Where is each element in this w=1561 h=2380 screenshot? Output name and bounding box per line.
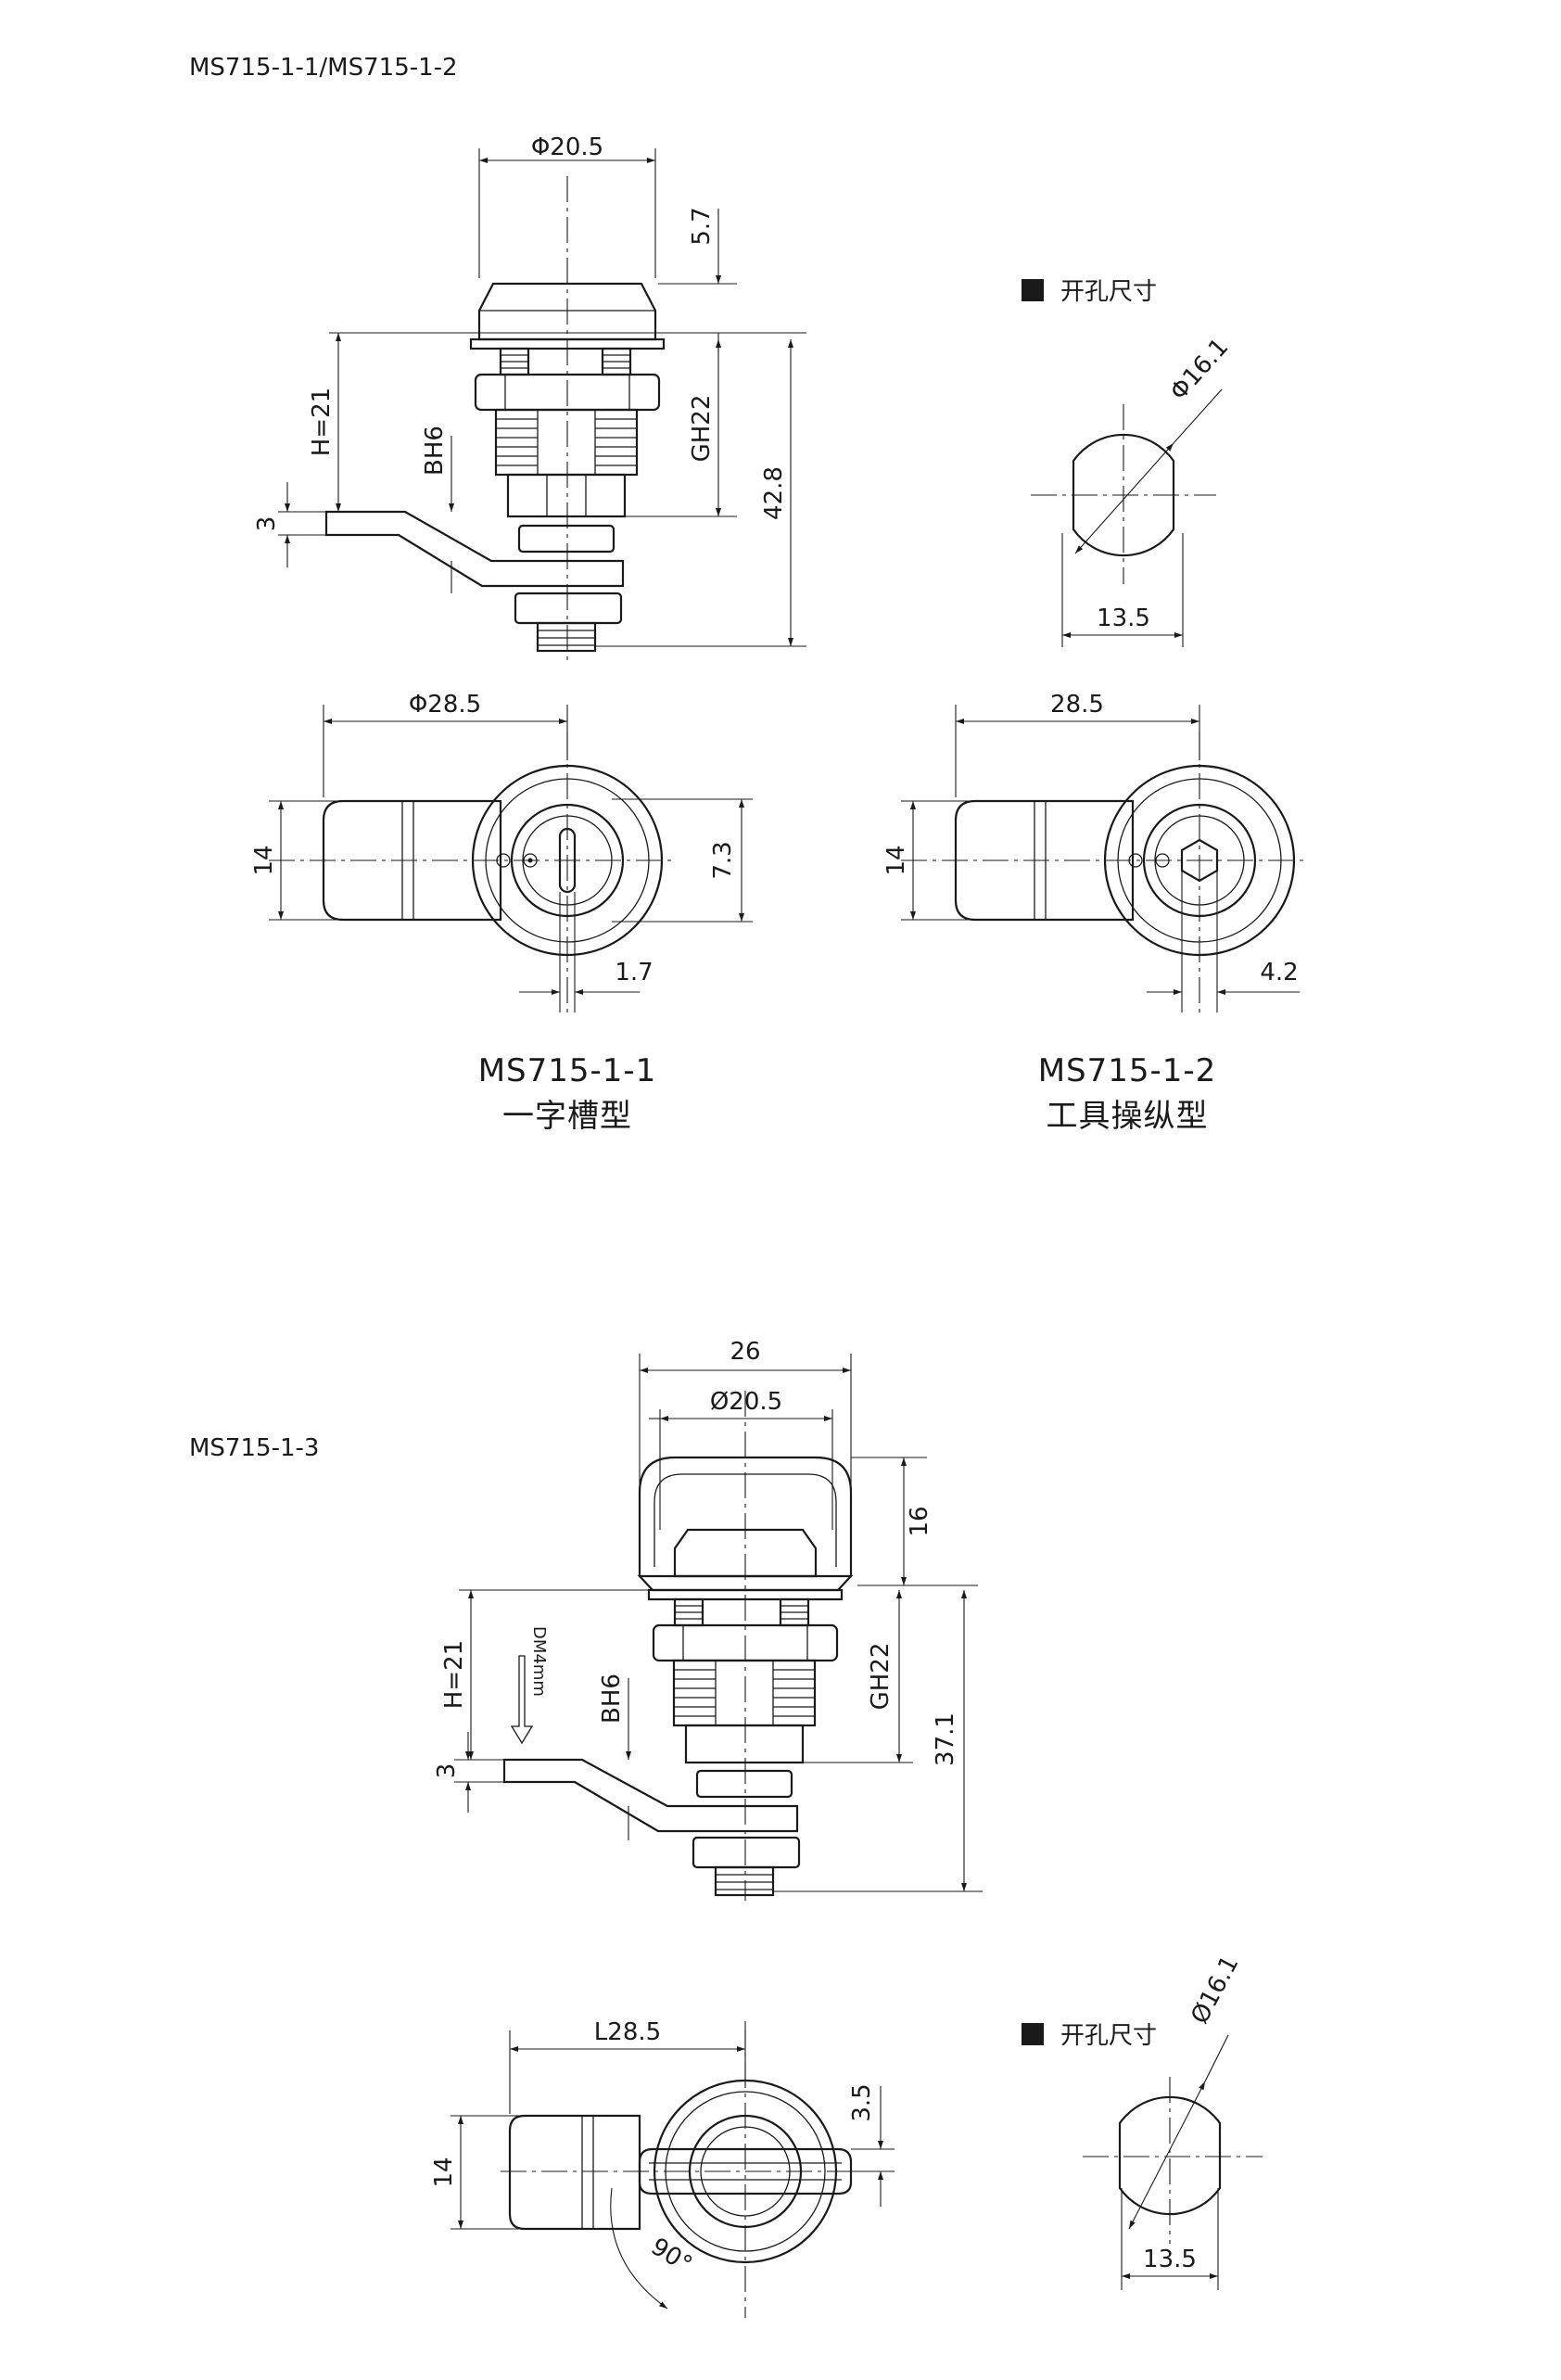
side-view-bottom-dimensions: 26 Ø20.5 16 H=21 DM4mm BH6 GH22 37.1 xyxy=(433,1338,983,1892)
caption-1-code: MS715-1-1 xyxy=(478,1052,657,1089)
dim-view1-dia: Φ28.5 xyxy=(409,691,481,719)
dim-cutout-flat: 13.5 xyxy=(1097,605,1150,632)
dim-b-width: 26 xyxy=(730,1338,760,1366)
dim-bh: BH6 xyxy=(421,426,449,476)
top-view-bottom xyxy=(501,2021,890,2318)
dim-view2-hex: 4.2 xyxy=(1260,959,1298,986)
dim-bv-width: 14 xyxy=(430,2157,458,2187)
dim-bv-handle-offset: 3.5 xyxy=(848,2083,876,2121)
top-view-hex-dimensions: 28.5 14 4.2 xyxy=(882,691,1300,1012)
dim-b-cutout-dia: Ø16.1 xyxy=(1186,1952,1244,2029)
dim-bv-angle: 90° xyxy=(646,2233,697,2279)
dim-view1-inner: 7.3 xyxy=(709,841,737,879)
dim-h: H=21 xyxy=(308,388,336,456)
dim-cutout-dia: Φ16.1 xyxy=(1165,333,1235,405)
hole-size-label: 开孔尺寸 xyxy=(1060,278,1157,306)
dim-gh: GH22 xyxy=(688,395,716,463)
legend-square-2 xyxy=(1022,2023,1044,2045)
side-view-bottom xyxy=(502,1391,854,1901)
dim-view1-slot: 1.7 xyxy=(615,959,653,986)
side-view-top xyxy=(324,176,666,660)
dim-head-diameter: Φ20.5 xyxy=(531,134,603,161)
dim-b-total: 37.1 xyxy=(932,1712,959,1766)
top-view-hex xyxy=(901,732,1309,1012)
dim-b-gh: GH22 xyxy=(867,1643,895,1711)
cutout-top: 开孔尺寸 Φ16.1 13.5 xyxy=(1022,278,1234,647)
dim-b-cutout-flat: 13.5 xyxy=(1143,2246,1197,2273)
dim-b-dia: Ø20.5 xyxy=(710,1388,782,1416)
dim-cam-thickness: 3 xyxy=(253,516,281,532)
dim-b-handle-height: 16 xyxy=(906,1506,933,1536)
cutout-bottom: 开孔尺寸 Ø16.1 13.5 xyxy=(1022,1952,1263,2290)
dim-bv-length: L28.5 xyxy=(594,2018,661,2046)
dim-view1-width: 14 xyxy=(250,845,278,875)
model-header-top: MS715-1-1/MS715-1-2 xyxy=(189,54,458,82)
top-view-slot-dimensions: Φ28.5 14 7.3 1.7 xyxy=(250,691,753,1012)
caption-2-type: 工具操纵型 xyxy=(1047,1098,1209,1135)
dim-total: 42.8 xyxy=(760,466,788,520)
side-view-top-dimensions: Φ20.5 5.7 H=21 BH6 3 GH22 42.8 xyxy=(253,134,806,647)
caption-2-code: MS715-1-2 xyxy=(1038,1052,1217,1089)
dim-view2-length: 28.5 xyxy=(1050,691,1104,719)
dim-b-dm: DM4mm xyxy=(529,1626,549,1697)
hole-size-label-2: 开孔尺寸 xyxy=(1060,2022,1157,2050)
dim-head-height: 5.7 xyxy=(688,207,716,245)
dim-view2-width: 14 xyxy=(882,845,910,875)
dim-b-cam-thickness: 3 xyxy=(433,1763,461,1779)
caption-1-type: 一字槽型 xyxy=(502,1098,632,1135)
dim-b-bh: BH6 xyxy=(598,1674,626,1724)
dim-b-h: H=21 xyxy=(440,1640,468,1709)
legend-square xyxy=(1022,279,1044,301)
model-header-bottom: MS715-1-3 xyxy=(189,1434,319,1462)
